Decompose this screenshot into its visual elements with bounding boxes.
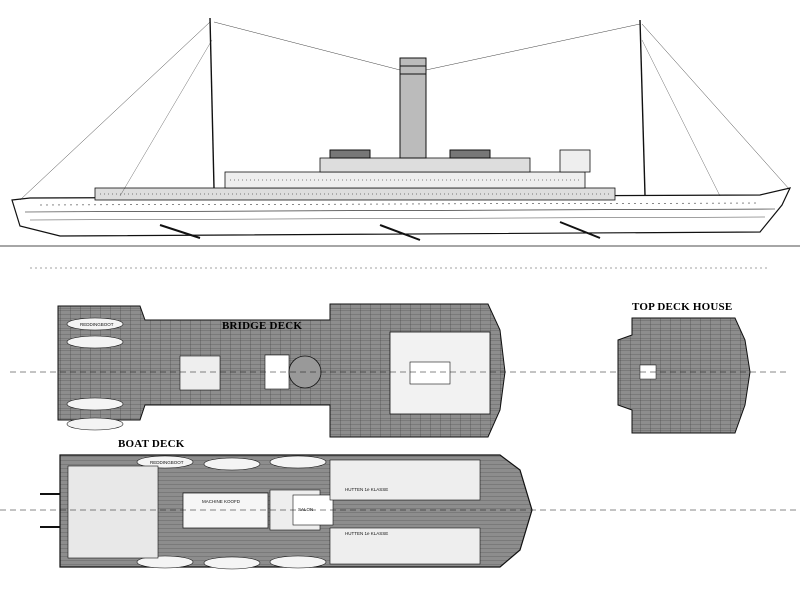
lifeboat-icons	[136, 455, 327, 570]
lifeboat-elevation	[329, 149, 371, 159]
cabins-label: HUTTEN 1e KLASSE	[345, 487, 388, 492]
lifeboat-label: REDDINGBOOT	[150, 460, 184, 465]
lifeboat-label: REDDINGBOOT	[80, 322, 114, 327]
aft-mast	[639, 19, 646, 196]
engine-casing	[182, 492, 269, 529]
cabins-port	[329, 459, 481, 501]
lifeboat-icons	[66, 317, 124, 431]
boat-deck-elevation	[319, 157, 531, 173]
skylight	[179, 355, 221, 391]
cabins-label: HUTTEN 1e KLASSE	[345, 531, 388, 536]
bridge-deck-title: BRIDGE DECK	[222, 320, 303, 332]
bridge-deck-plan	[10, 303, 640, 438]
engine-casing-label: MACHINE KOOFD	[202, 499, 241, 504]
boat-deck-plan	[0, 454, 800, 570]
salon-label: SALON	[298, 507, 313, 512]
boat-deck-title: BOAT DECK	[118, 438, 185, 450]
side-elevation	[0, 17, 800, 269]
cabins-starboard	[329, 527, 481, 565]
funnel	[399, 57, 427, 159]
wheelhouse	[559, 149, 591, 173]
aft-cabins	[67, 465, 159, 559]
top-deck-house-title: TOP DECK HOUSE	[632, 301, 733, 313]
top-deck-house-plan	[617, 317, 790, 434]
fore-mast	[209, 17, 215, 189]
